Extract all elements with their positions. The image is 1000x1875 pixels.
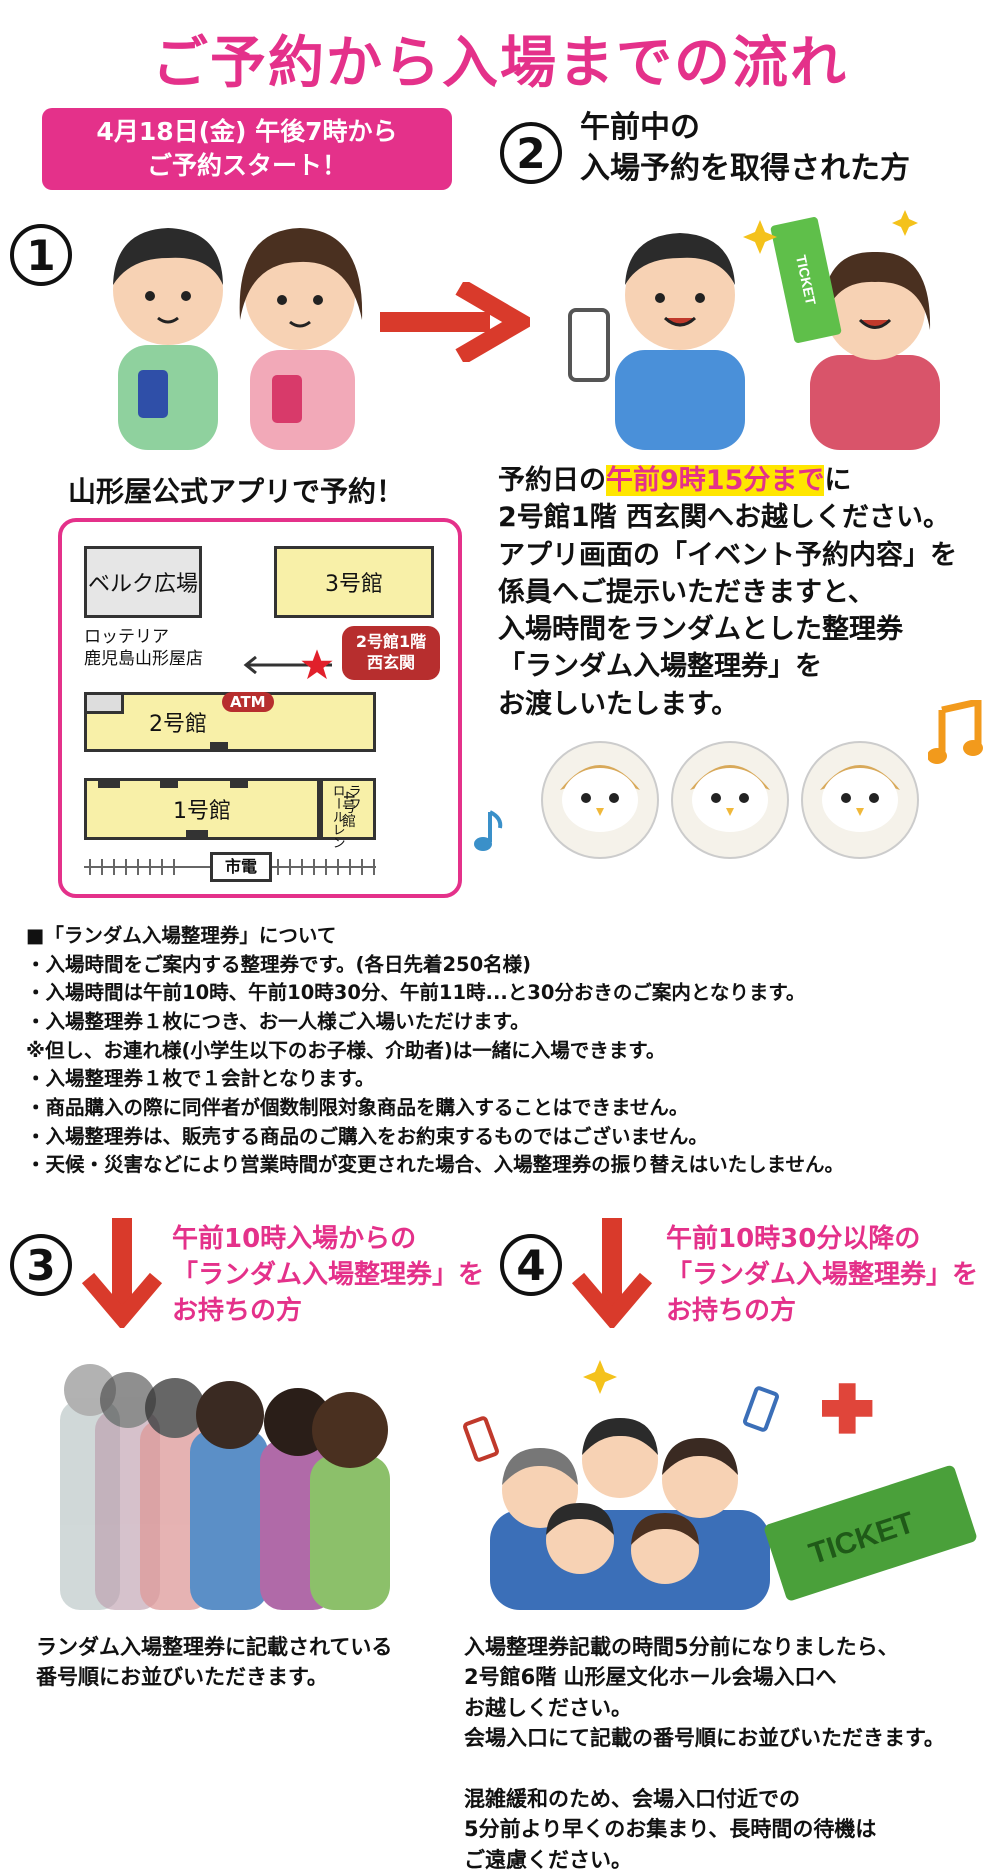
door-marker [210, 742, 228, 752]
step2-deadline-highlight: 午前9時15分まで [606, 465, 825, 496]
step-number-3: 3 [10, 1234, 72, 1296]
music-note-icon [474, 810, 503, 851]
step4-heading-line: 「ランダム入場整理券」を [666, 1259, 979, 1290]
page-title: ご予約から入場までの流れ [152, 31, 848, 96]
step2-heading-line2: 入場予約を取得された方 [580, 150, 910, 186]
building-3: 3号館 [274, 546, 434, 618]
step2-line: アプリ画面の「イベント予約内容」を [498, 539, 957, 571]
step4-heading-line: 午前10時30分以降の [666, 1224, 921, 1254]
step2-text-prefix: 予約日の [498, 465, 606, 496]
atm-badge: ATM [222, 692, 274, 712]
step3-line: ランダム入場整理券に記載されている [36, 1635, 393, 1659]
step3-instructions: ランダム入場整理券に記載されている 番号順にお並びいただきます。 [36, 1632, 392, 1693]
note-item: ・入場時間をご案内する整理券です。(各日先着250名様) [26, 952, 532, 976]
note-item: ・入場整理券１枚につき、お一人様ご入場いただけます。 [26, 1009, 530, 1033]
step1-caption: 山形屋公式アプリで予約！ [68, 475, 405, 508]
note-item: ・商品購入の際に同伴者が個数制限対象商品を購入することはできません。 [26, 1095, 689, 1119]
mascot-characters-illustration [541, 741, 919, 859]
step-number-1: 1 [10, 224, 72, 286]
step3-heading-line: 午前10時入場からの [172, 1224, 417, 1254]
arrow-down-icon [82, 1218, 162, 1328]
door-marker [160, 778, 178, 788]
step2-line: 入場時間をランダムとした整理券 [498, 614, 903, 645]
step2-first-line: 予約日の午前9時15分までに [498, 462, 998, 499]
step3-heading-line: お持ちの方 [172, 1295, 303, 1326]
step2-instructions: 予約日の午前9時15分までに 2号館1階 西玄関へお越しください。 アプリ画面の… [498, 462, 998, 723]
note-item: ※但し、お連れ様(小学生以下のお子様、介助者)は一緒に入場できます。 [26, 1038, 666, 1062]
step4-heading-line: お持ちの方 [666, 1295, 797, 1326]
star-location-icon [301, 649, 333, 680]
step4-spacer [464, 1754, 994, 1784]
step4-heading: 午前10時30分以降の 「ランダム入場整理券」を お持ちの方 [666, 1222, 978, 1330]
start-badge-line1: 4月18日(金) 午後7時から [96, 117, 398, 147]
step2-line: 係員へご提示いただきますと、 [498, 576, 875, 608]
lotteria-line1: ロッテリア [84, 627, 169, 647]
note-item: ・入場時間は午前10時、午前10時30分、午前11時...と30分おきのご案内と… [26, 981, 806, 1005]
building-2-label: 2号館 [149, 712, 207, 737]
step2-line: 「ランダム入場整理券」を [498, 651, 822, 683]
arrow-right-icon [380, 282, 530, 362]
step2-line: お渡しいたします。 [498, 688, 739, 720]
step2-text-suffix: に [824, 465, 852, 496]
door-marker [230, 778, 248, 788]
step4-line: 入場整理券記載の時間5分前になりましたら、 [464, 1635, 899, 1659]
entrance-line1: 2号館1階 [355, 632, 427, 652]
step4-line: 会場入口にて記載の番号順にお並びいただきます。 [464, 1726, 945, 1751]
step3-heading: 午前10時入場からの 「ランダム入場整理券」を お持ちの方 [172, 1222, 484, 1330]
step2-heading-line1: 午前中の [580, 110, 700, 145]
bldg4-col2: ラフ [345, 784, 361, 810]
crowd-with-ticket-illustration: TICKET [463, 1360, 977, 1610]
bldg4-col1: ロールレン [329, 784, 345, 849]
step-number-4: 4 [500, 1234, 562, 1296]
door-marker [98, 778, 120, 788]
ticket-notes: ■「ランダム入場整理券」について ・入場時間をご案内する整理券です。(各日先着2… [26, 922, 986, 1180]
arrow-down-icon [572, 1218, 652, 1328]
lotteria-line2: 鹿児島山形屋店 [84, 649, 203, 670]
start-badge-line2: ご予約スタート！ [146, 151, 347, 180]
step4-line: お越しください。 [464, 1695, 632, 1720]
note-item: ・天候・災害などにより営業時間が変更された場合、入場整理券の振り替えはいたしませ… [26, 1153, 845, 1177]
lotteria-shop-marker [84, 692, 124, 714]
step2-line: 2号館1階 西玄関へお越しください。 [498, 502, 950, 534]
step3-line: 番号順にお並びいただきます。 [36, 1665, 328, 1690]
tram-stop-label: 市電 [210, 852, 272, 882]
note-item: ・入場整理券１枚で１会計となります。 [26, 1067, 375, 1091]
reservation-start-badge: 4月18日(金) 午後7時から ご予約スタート！ [42, 108, 452, 190]
staff-and-ticket-illustration: TICKET [568, 210, 940, 450]
step2-heading: 午前中の 入場予約を取得された方 [580, 108, 910, 189]
step4-instructions: 入場整理券記載の時間5分前になりましたら、 2号館6階 山形屋文化ホール会場入口… [464, 1632, 994, 1875]
belc-plaza: ベルク広場 [84, 546, 202, 618]
queue-of-people-illustration [60, 1364, 390, 1610]
step-number-2: 2 [500, 122, 562, 184]
music-note-icon [928, 700, 983, 764]
couple-with-phones-illustration [113, 228, 363, 450]
west-entrance-badge: 2号館1階 西玄関 [342, 626, 440, 680]
notes-heading: ■「ランダム入場整理券」について [26, 924, 337, 947]
step4-line: 5分前より早くのお集まり、長時間の待機は [464, 1817, 877, 1842]
note-item: ・入場整理券は、販売する商品のご購入をお約束するものではございません。 [26, 1124, 708, 1148]
entrance-line2: 西玄関 [366, 653, 415, 672]
step4-line: 混雑緩和のため、会場入口付近での [464, 1786, 800, 1811]
store-map: ベルク広場 3号館 ロッテリア 鹿児島山形屋店 2号館1階 西玄関 2号館 AT… [58, 518, 462, 898]
step4-line: 2号館6階 山形屋文化ホール会場入口へ [464, 1665, 837, 1690]
building-4-lafuranren: 4号館 [320, 778, 376, 840]
lotteria-label: ロッテリア 鹿児島山形屋店 [84, 626, 203, 670]
door-marker [186, 830, 208, 840]
step4-line: ご遠慮ください。 [464, 1847, 632, 1872]
step3-heading-line: 「ランダム入場整理券」を [172, 1259, 485, 1290]
bldg4-col3: 4号館 [340, 790, 356, 828]
